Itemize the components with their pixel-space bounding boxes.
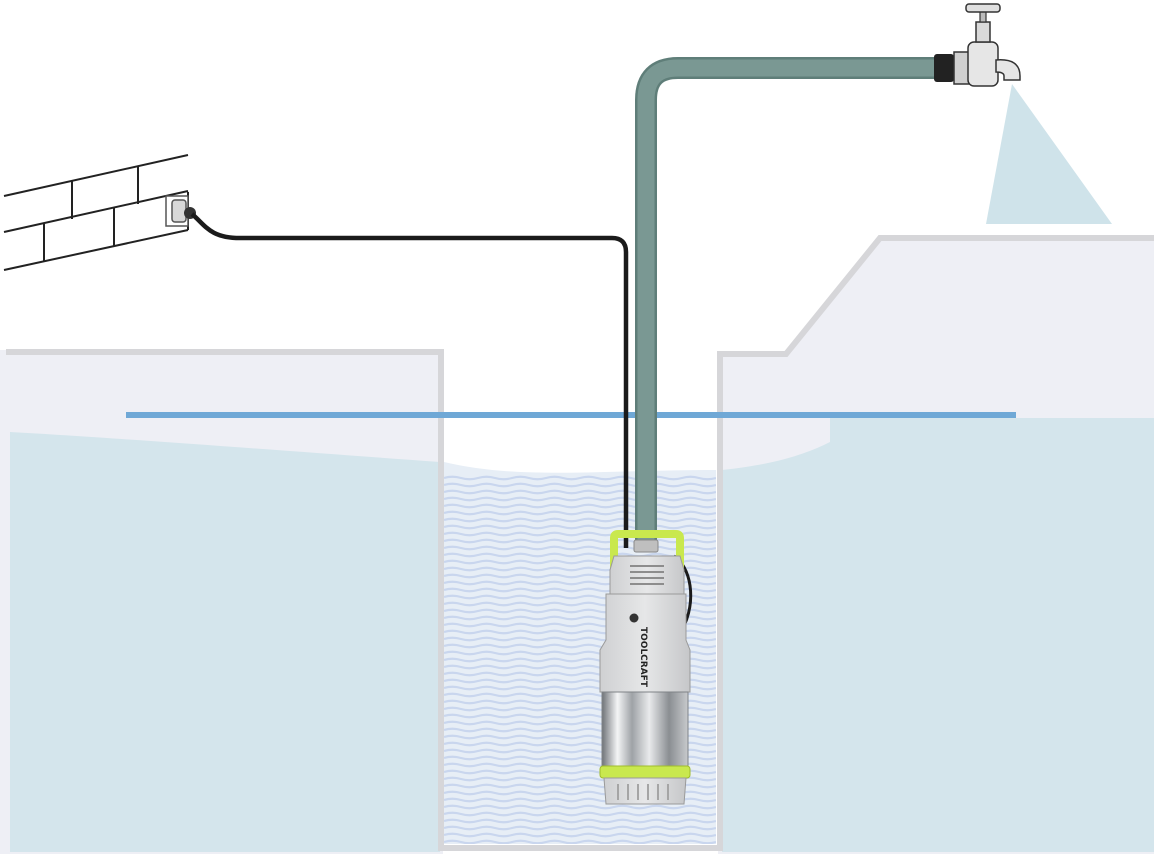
ripple-line: [444, 517, 716, 523]
power-cable: [190, 212, 629, 548]
well-water-ripples: [444, 475, 716, 844]
pump-vent-grille: [630, 565, 664, 585]
pump-logo-icon: [629, 613, 639, 623]
pump-intake-grille: [617, 784, 669, 800]
groundwater: [10, 418, 1154, 852]
ripple-line: [444, 825, 716, 831]
brick-wall-icon: [3, 154, 189, 271]
water-tap-icon: [934, 3, 1021, 87]
ripple-line: [444, 475, 716, 481]
ripple-line: [444, 524, 716, 530]
ripple-line: [444, 482, 716, 488]
ripple-line: [444, 510, 716, 516]
ripple-line: [444, 538, 716, 544]
ripple-line: [444, 811, 716, 817]
ripple-line: [444, 839, 716, 844]
ripple-line: [444, 503, 716, 509]
ripple-line: [444, 496, 716, 502]
ripple-line: [444, 832, 716, 838]
discharge-hose: [635, 57, 940, 548]
pump-brand-label: TOOLCRAFT: [638, 627, 648, 688]
ripple-line: [444, 818, 716, 824]
ripple-line: [444, 804, 716, 810]
ripple-line: [444, 545, 716, 551]
water-spray: [986, 84, 1112, 224]
ripple-line: [444, 489, 716, 495]
power-socket-icon: [165, 195, 196, 227]
submersible-pump: TOOLCRAFT: [599, 530, 693, 805]
